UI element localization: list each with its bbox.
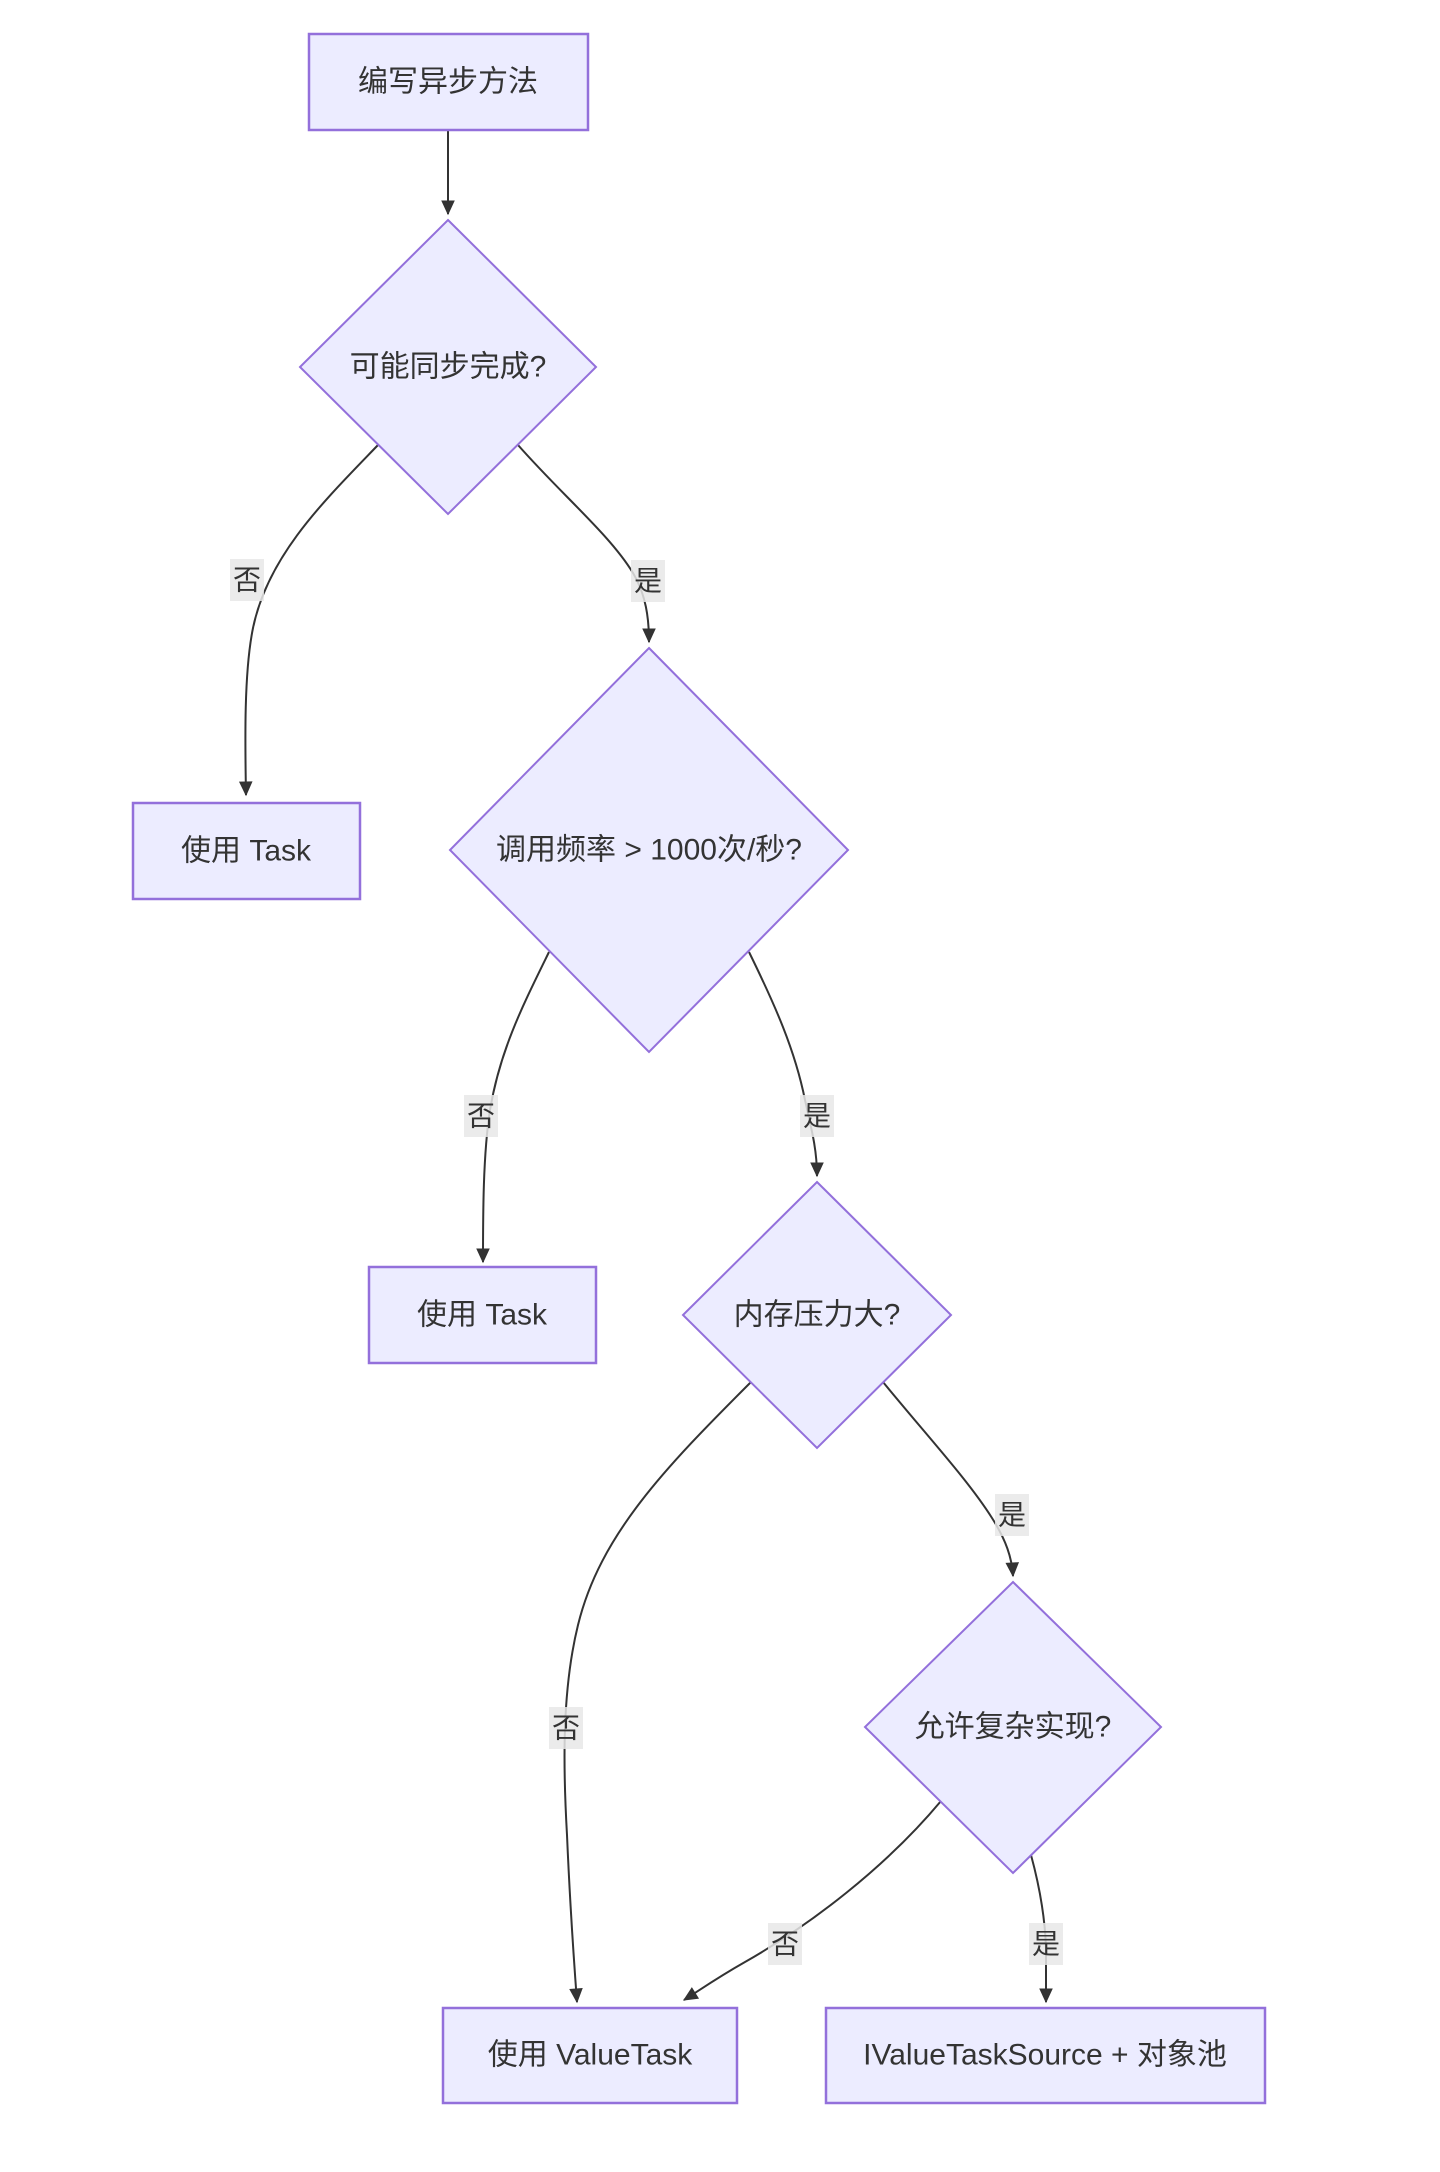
edge-label-bg — [464, 1095, 498, 1137]
edge-label-bg — [1029, 1923, 1063, 1965]
node-decision-memory-pressure-label: 内存压力大? — [734, 1299, 901, 1332]
node-ivaluetasksource-pool: IValueTaskSource + 对象池 — [824, 2006, 1267, 2105]
node-use-valuetask-shape — [441, 2006, 739, 2105]
edge-d2-d3 — [748, 951, 824, 1178]
node-ivaluetasksource-pool-label: IValueTaskSource + 对象池 — [863, 2039, 1227, 2072]
node-decision-complex-impl-label: 允许复杂实现? — [915, 1711, 1112, 1744]
edge-label-bg — [768, 1923, 802, 1965]
node-decision-call-frequency-label: 调用频率 > 1000次/秒? — [496, 834, 802, 867]
edge-label-d1-taskA: 否 — [230, 559, 264, 601]
edge-label-bg — [800, 1095, 834, 1137]
node-decision-complex-impl: 允许复杂实现? — [863, 1580, 1163, 1875]
node-decision-sync-complete-shape — [298, 218, 598, 516]
node-decision-complex-impl-shape — [863, 1580, 1163, 1875]
edge-label-bg — [995, 1494, 1029, 1536]
edge-d3-d4 — [882, 1381, 1020, 1578]
edge-label-no: 否 — [467, 1101, 495, 1132]
node-use-task-2: 使用 Task — [367, 1265, 598, 1365]
edge-d1-taskA — [238, 444, 379, 797]
edge-label-yes: 是 — [998, 1500, 1026, 1531]
edge-label-no: 否 — [552, 1713, 580, 1744]
edge-d3-valuetask — [563, 1381, 752, 2004]
node-start: 编写异步方法 — [307, 32, 590, 132]
edge-label-no: 否 — [233, 565, 261, 596]
edge-label-d3-d4: 是 — [995, 1494, 1029, 1536]
edge-label-d4-ivts: 是 — [1029, 1923, 1063, 1965]
edge-labels-layer: 否 是 否 是 否 是 否 是 — [230, 559, 1063, 1965]
node-ivaluetasksource-pool-shape — [824, 2006, 1267, 2105]
node-decision-memory-pressure-shape — [681, 1180, 953, 1450]
node-decision-call-frequency-shape — [448, 646, 850, 1054]
edge-label-yes: 是 — [634, 566, 662, 597]
edge-d1-d2 — [517, 444, 656, 644]
node-use-task-1: 使用 Task — [131, 801, 362, 901]
edge-label-no: 否 — [771, 1929, 799, 1960]
edge-label-bg — [230, 559, 264, 601]
edge-label-bg — [631, 560, 665, 602]
node-use-task-1-label: 使用 Task — [181, 835, 312, 868]
node-decision-call-frequency: 调用频率 > 1000次/秒? — [448, 646, 850, 1054]
edge-label-d1-d2: 是 — [631, 560, 665, 602]
node-start-shape — [307, 32, 590, 132]
nodes-layer: 编写异步方法 可能同步完成? 使用 Task 调用频率 > 1000次/秒? 使… — [131, 32, 1267, 2105]
edge-label-d2-taskB: 否 — [464, 1095, 498, 1137]
edge-label-d4-valuetask: 否 — [768, 1923, 802, 1965]
node-use-valuetask: 使用 ValueTask — [441, 2006, 739, 2105]
edge-label-d3-valuetask: 否 — [549, 1707, 583, 1749]
node-use-task-2-shape — [367, 1265, 598, 1365]
edge-d4-valuetask — [682, 1800, 942, 2001]
node-decision-sync-complete: 可能同步完成? — [298, 218, 598, 516]
node-use-task-2-label: 使用 Task — [417, 1299, 548, 1332]
node-start-label: 编写异步方法 — [358, 66, 538, 99]
edges-layer — [238, 130, 1053, 2004]
edge-label-d2-d3: 是 — [800, 1095, 834, 1137]
node-use-valuetask-label: 使用 ValueTask — [488, 2039, 694, 2072]
edge-label-bg — [549, 1707, 583, 1749]
node-use-task-1-shape — [131, 801, 362, 901]
node-decision-memory-pressure: 内存压力大? — [681, 1180, 953, 1450]
node-decision-sync-complete-label: 可能同步完成? — [350, 351, 547, 384]
edge-label-yes: 是 — [803, 1101, 831, 1132]
edge-label-yes: 是 — [1032, 1929, 1060, 1960]
